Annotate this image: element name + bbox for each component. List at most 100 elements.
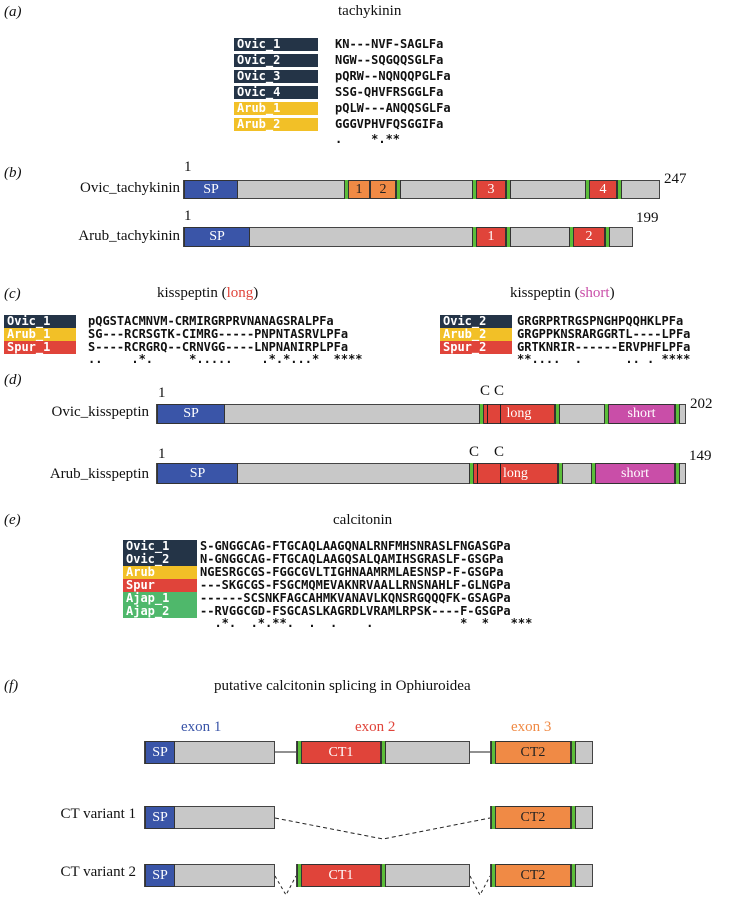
exon-2-block: CT1	[296, 741, 470, 764]
species-tag: Ovic_4	[234, 86, 318, 99]
species-tag: Ajap_2	[123, 605, 197, 618]
exon-2-label: exon 2	[355, 719, 396, 735]
species-tag: Arub	[123, 566, 197, 579]
ovic-tachykinin-protein: SP 1 2 3 4	[183, 180, 660, 199]
arub-kisspeptin-end: 149	[689, 448, 712, 464]
short-peptide: short	[608, 404, 675, 424]
arub-tachykinin-name: Arub_tachykinin	[78, 228, 180, 244]
consensus-row: . *.**	[335, 132, 401, 146]
species-tag: Ovic_1	[234, 38, 318, 51]
sequence-row: SSG-QHVFRSGGLFa	[335, 85, 444, 99]
kisspeptin-long-title: kisspeptin (long)	[157, 285, 259, 301]
species-tag: Ovic_1	[123, 540, 197, 553]
sequence-row: pQRW--NQNQQPGLFa	[335, 69, 451, 83]
sequence-row: NGW--SQGQQSGLFa	[335, 53, 444, 67]
sequence-row: ---SKGCGS-FSGCMQMEVAKNRVAALLRNSNAHLF-GLN…	[200, 578, 511, 592]
ovic-kisspeptin-end: 202	[690, 396, 713, 412]
long-peptide: long	[483, 404, 555, 424]
short-peptide: short	[595, 463, 675, 484]
variant-2-exon-3: CT2	[490, 864, 593, 887]
consensus-row: .*. .*.**. . . . * * ***	[200, 616, 533, 630]
peptide-3: 3	[476, 180, 506, 199]
peptide-2: 2	[573, 227, 605, 247]
ovic-tachykinin-start: 1	[184, 159, 192, 175]
ovic-kisspeptin-protein: SP long short	[156, 404, 686, 424]
peptide-2: 2	[370, 180, 396, 199]
panel-d-label: (d)	[4, 372, 22, 388]
ovic-tachykinin-end: 247	[664, 171, 687, 187]
species-tag: Ovic_2	[123, 553, 197, 566]
sequence-row: NGESRGCGS-FGGCGVLTIGHNAAMRMLAESNSP-F-GSG…	[200, 565, 504, 579]
calcitonin-title: calcitonin	[333, 512, 393, 528]
panel-a-label: (a)	[4, 4, 22, 20]
ct2-peptide: CT2	[495, 864, 571, 887]
arub-tachykinin-start: 1	[184, 208, 192, 224]
species-tag: Arub_1	[234, 102, 318, 115]
sequence-row: N-GNGGCAG-FTGCAQLAAGQSALQAMIHSGRASLF-GSG…	[200, 552, 504, 566]
arub-kisspeptin-protein: SP long short	[156, 463, 686, 484]
peptide-4: 4	[589, 180, 617, 199]
exon-1-label: exon 1	[181, 719, 222, 735]
species-tag: Ajap_1	[123, 592, 197, 605]
species-tag: Ovic_3	[234, 70, 318, 83]
sequence-row: GGGVPHVFQSGGIFa	[335, 117, 444, 131]
sequence-row: ------SCSNKFAGCAHMKVANAVLKQNSRGQQQFK-GSA…	[200, 591, 511, 605]
variant-2-exon-1: SP	[144, 864, 275, 887]
ct2-peptide: CT2	[495, 741, 571, 764]
cysteine-label: C	[494, 383, 505, 399]
consensus-row: .. .*. *..... .*.*...* ****	[88, 352, 363, 366]
sequence-row: GRGPPKNSRARGGRTL----LPFa	[517, 327, 691, 341]
signal-peptide: SP	[184, 227, 250, 247]
sequence-row: GRGRPRTRGSPNGHPQQHKLPFa	[517, 314, 684, 328]
sequence-row: S-GNGGCAG-FTGCAQLAAGQNALRNFMHSNRASLFNGAS…	[200, 539, 511, 553]
variant-2-exon-2: CT1	[296, 864, 470, 887]
cysteine-label: C	[480, 383, 491, 399]
ct-variant-2-label: CT variant 2	[60, 864, 136, 880]
consensus-row: **.... . .. . ****	[517, 352, 691, 366]
signal-peptide: SP	[145, 741, 175, 764]
sequence-row: S----RCRGRQ--CRNVGG----LNPNANIRPLPFa	[88, 340, 349, 354]
arub-tachykinin-end: 199	[636, 210, 659, 226]
species-tag: Ovic_2	[440, 315, 512, 328]
ct1-peptide: CT1	[301, 741, 381, 764]
signal-peptide: SP	[145, 806, 175, 829]
ovic-tachykinin-name: Ovic_tachykinin	[80, 180, 180, 196]
sequence-row: --RVGGCGD-FSGCASLKAGRDLVRAMLRPSK----F-GS…	[200, 604, 511, 618]
exon-3-label: exon 3	[511, 719, 552, 735]
species-tag: Ovic_1	[4, 315, 76, 328]
ovic-kisspeptin-start: 1	[158, 385, 166, 401]
variant-1-exon-3: CT2	[490, 806, 593, 829]
species-tag: Arub_2	[234, 118, 318, 131]
arub-kisspeptin-start: 1	[158, 446, 166, 462]
signal-peptide: SP	[184, 180, 238, 199]
sequence-row: KN---NVF-SAGLFa	[335, 37, 444, 51]
signal-peptide: SP	[145, 864, 175, 887]
exon-3-block: CT2	[490, 741, 593, 764]
long-peptide: long	[473, 463, 558, 484]
panel-b-label: (b)	[4, 165, 22, 181]
sequence-row: pQGSTACMNVM-CRMIRGRPRVNANAGSRALPFa	[88, 314, 334, 328]
species-tag: Arub_1	[4, 328, 76, 341]
exon-1-block: SP	[144, 741, 275, 764]
species-tag: Spur_2	[440, 341, 512, 354]
peptide-1: 1	[348, 180, 370, 199]
ovic-kisspeptin-name: Ovic_kisspeptin	[51, 404, 150, 420]
sequence-row: SG---RCRSGTK-CIMRG-----PNPNTASRVLPFa	[88, 327, 349, 341]
tachykinin-title: tachykinin	[338, 3, 402, 19]
ct2-peptide: CT2	[495, 806, 571, 829]
panel-f-label: (f)	[4, 678, 19, 694]
arub-tachykinin-protein: SP 1 2	[183, 227, 633, 247]
kisspeptin-short-title: kisspeptin (short)	[510, 285, 615, 301]
panel-c-label: (c)	[4, 286, 21, 302]
peptide-1: 1	[476, 227, 506, 247]
arub-kisspeptin-name: Arub_kisspeptin	[49, 466, 149, 482]
variant-1-exon-1: SP	[144, 806, 275, 829]
ct1-peptide: CT1	[301, 864, 381, 887]
species-tag: Arub_2	[440, 328, 512, 341]
signal-peptide: SP	[157, 404, 225, 424]
cysteine-label: C	[494, 444, 505, 460]
species-tag: Spur	[123, 579, 197, 592]
splicing-title: putative calcitonin splicing in Ophiuroi…	[214, 678, 471, 694]
signal-peptide: SP	[157, 463, 238, 484]
